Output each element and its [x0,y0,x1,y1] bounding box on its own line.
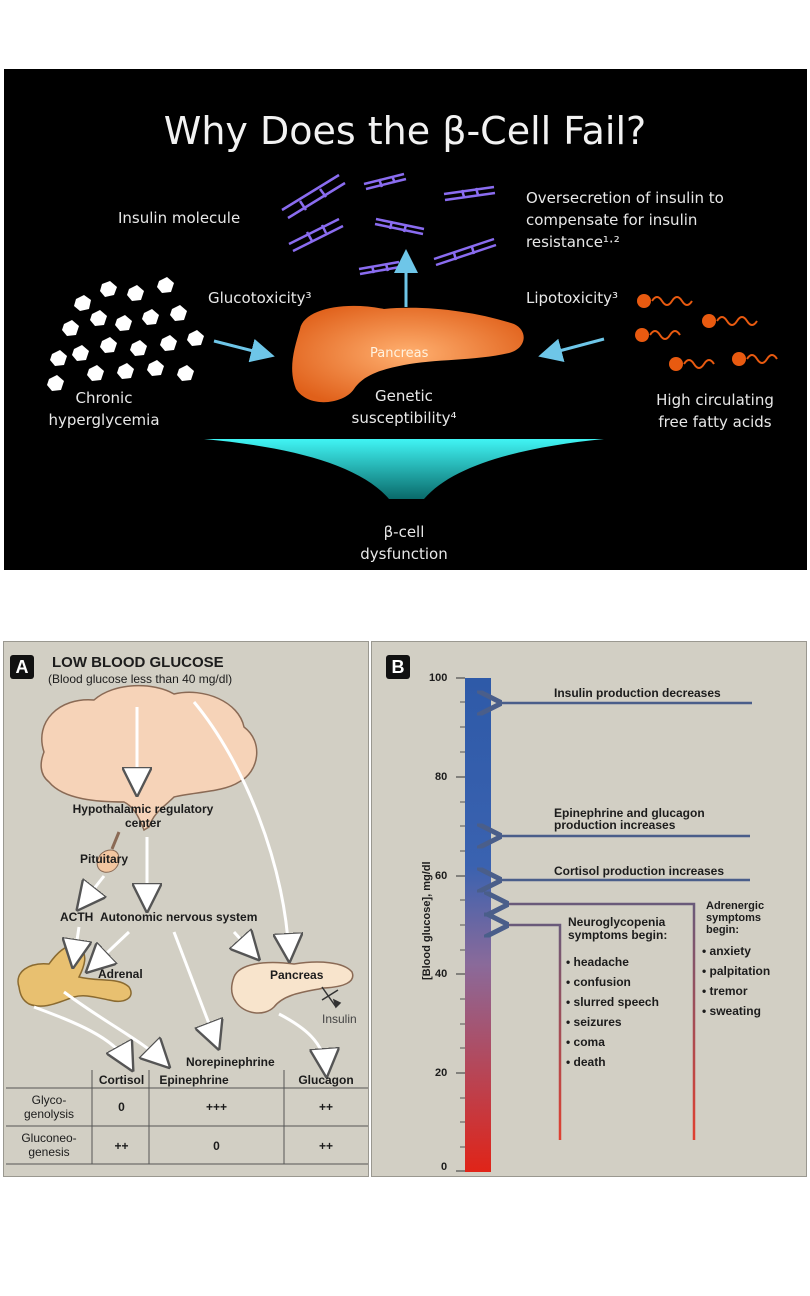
insulin-label: Insulin [322,1012,357,1026]
panel-a-title: LOW BLOOD GLUCOSE [52,654,224,671]
list-item: • headache [566,955,629,969]
funnel-icon [204,439,604,499]
acth-label: ACTH [60,910,94,924]
y-axis-label: [Blood glucose], mg/dl [421,861,433,980]
table-cell: ++ [318,1139,333,1153]
epinephrine-event-label: Epinephrine and glucagon production incr… [554,806,705,832]
panel-a-subtitle: (Blood glucose less than 40 mg/dl) [48,672,233,686]
brain-icon [40,684,258,832]
table-cell: 0 [213,1139,220,1153]
list-item: • anxiety [702,944,751,958]
norepinephrine-label: Norepinephrine [186,1055,275,1069]
list-item: • confusion [566,975,631,989]
table-row-label: Glyco- genolysis [23,1093,75,1121]
list-item: • slurred speech [566,995,659,1009]
list-item: • palpitation [702,964,771,978]
lipotoxicity-arrow-icon [538,337,605,362]
table-cell: ++ [114,1139,129,1153]
panel-a-graphics [6,684,368,1165]
table-col-epinephrine: Epinephrine [159,1073,229,1087]
table-cell: 0 [118,1100,125,1114]
table-cell: ++ [318,1100,333,1114]
adrenergic-line-icon [504,904,696,1140]
list-item: • seizures [566,1015,622,1029]
adrenal-kidney-icon [17,944,132,1007]
panel-b-glucose-thresholds: [Blood glucose], mg/dl B 100 80 60 40 20… [371,641,807,1177]
glucose-scale-bar [465,678,491,1172]
tick-label: 40 [435,968,448,980]
tick-label: 100 [429,672,448,684]
hormone-table-grid [6,1070,368,1165]
hypothalamic-label: Hypothalamic regulatory center [72,802,214,830]
insulin-molecule-label: Insulin molecule [118,209,241,227]
cortisol-event-label: Cortisol production increases [554,864,725,878]
tick-label: 0 [441,1161,448,1173]
pancreas-icon [292,305,524,403]
pancreas-a-label: Pancreas [270,968,324,982]
panel-a-low-blood-glucose: A LOW BLOOD GLUCOSE (Blood glucose less … [3,641,369,1177]
adrenal-label: Adrenal [98,967,143,981]
panel-b-badge: B [386,655,410,679]
list-item: • tremor [702,984,748,998]
insulin-blocked-icon [321,986,342,1009]
pancreas-a-icon [230,961,354,1014]
tick-label: 80 [435,771,448,783]
glucotoxicity-label: Glucotoxicity³ [208,289,312,307]
list-item: • sweating [702,1004,761,1018]
lipotoxicity-label: Lipotoxicity³ [526,289,619,307]
glucotoxicity-arrow-icon [213,338,275,363]
table-row-label: Gluconeo- genesis [21,1131,77,1159]
table-cell: +++ [205,1100,228,1114]
chronic-hyperglycemia-label: Chronic hyperglycemia [48,389,160,429]
fatty-acids-icon [635,294,778,371]
glucose-crystals-icon [47,277,204,391]
free-fatty-acids-label: High circulating free fatty acids [656,391,774,431]
tick-label: 20 [435,1067,448,1079]
slide-title: Why Does the β-Cell Fail? [164,109,646,153]
adrenergic-title: Adrenergic symptoms begin: [706,900,765,936]
pituitary-icon [96,849,120,873]
genetic-susceptibility-label: Genetic susceptibility⁴ [351,387,457,427]
panel-b-graphics: [Blood glucose], mg/dl [421,677,752,1172]
neuroglycopenia-line-icon [504,925,562,1140]
beta-cell-slide: Why Does the β-Cell Fail? Insulin molecu… [4,69,807,570]
insulin-event-label: Insulin production decreases [554,686,721,700]
neuroglycopenia-title: Neuroglycopenia symptoms begin: [568,915,668,942]
tick-label: 60 [435,870,448,882]
pancreas-label: Pancreas [370,346,429,361]
table-col-glucagon: Glucagon [298,1073,354,1087]
oversecretion-label: Oversecretion of insulin to compensate f… [526,189,724,251]
autonomic-label: Autonomic nervous system [100,910,258,924]
panel-a-badge: A [10,655,34,679]
list-item: • death [566,1055,606,1069]
pituitary-label: Pituitary [80,852,129,866]
insulin-molecules-icon [281,172,497,276]
list-item: • coma [566,1035,605,1049]
slide-graphics: Why Does the β-Cell Fail? [47,109,778,499]
beta-cell-dysfunction-label: β-cell dysfunction [360,523,448,563]
table-col-cortisol: Cortisol [98,1073,145,1087]
